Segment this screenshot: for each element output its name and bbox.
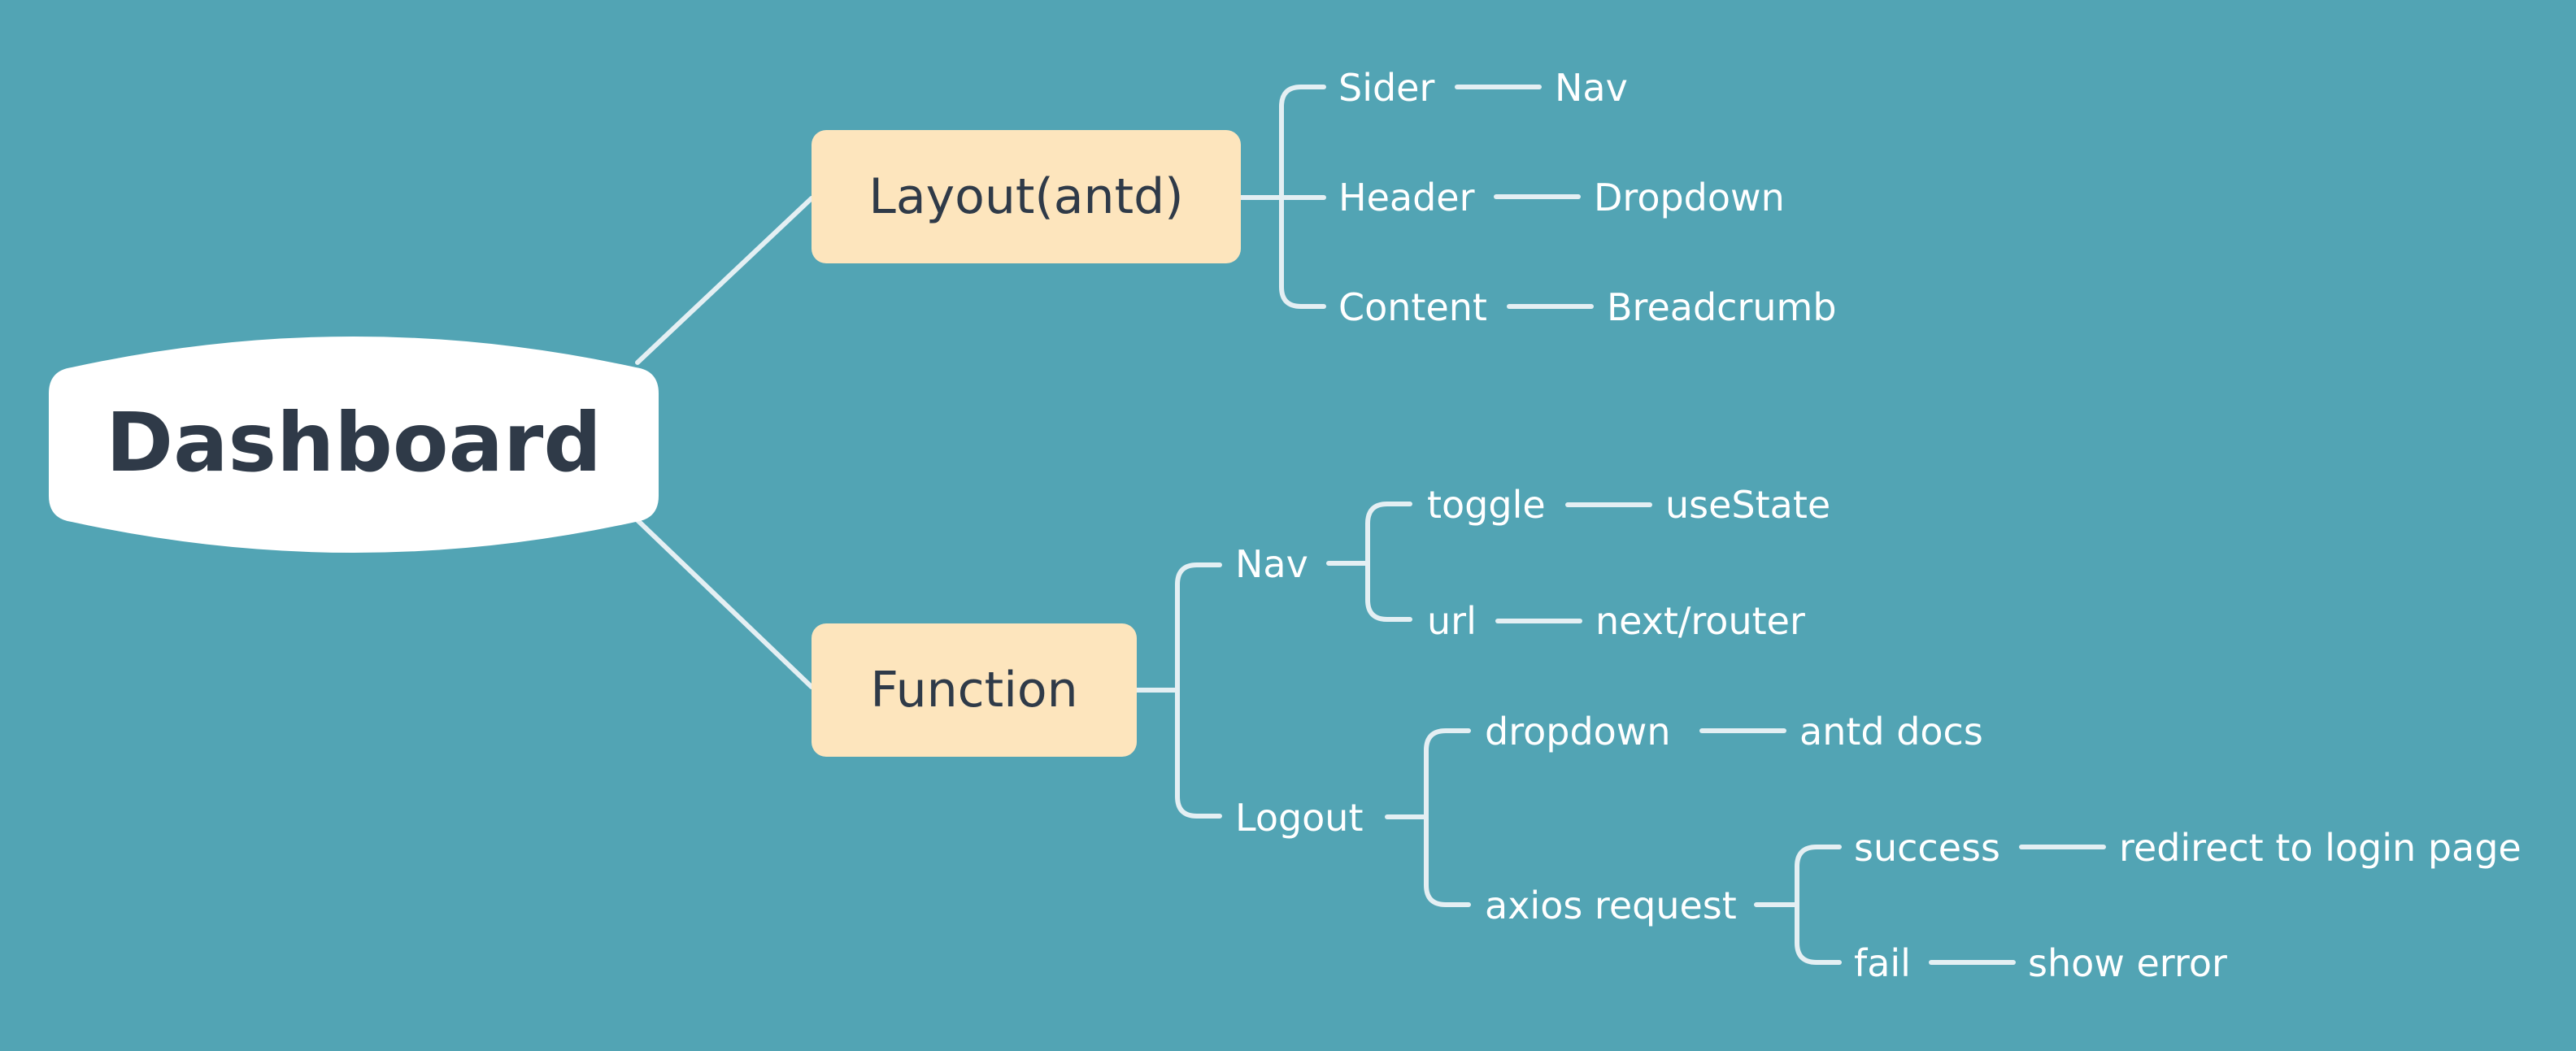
connector-root-layout xyxy=(635,196,814,365)
topic-sider-nav: Nav xyxy=(1555,66,1628,110)
topic-nextrouter: next/router xyxy=(1595,599,1805,643)
connector-axios-bracket xyxy=(1754,845,1842,965)
connector-layout-bracket xyxy=(1238,85,1326,309)
topic-content-breadcrumb: Breadcrumb xyxy=(1607,285,1837,329)
topic-fail: fail xyxy=(1854,941,1911,985)
connector-nav-bracket xyxy=(1326,502,1412,622)
topic-nav: Nav xyxy=(1235,542,1308,586)
root-node-label: Dashboard xyxy=(106,394,602,490)
topic-axios-request: axios request xyxy=(1485,884,1737,927)
topic-logout: Logout xyxy=(1235,796,1364,840)
topic-header: Header xyxy=(1338,176,1475,219)
topic-toggle: toggle xyxy=(1427,483,1546,527)
connector-function-bracket xyxy=(1134,562,1222,819)
topic-dropdown: dropdown xyxy=(1485,710,1671,754)
branch-node-layout: Layout(antd) xyxy=(812,130,1241,263)
branch-node-function: Function xyxy=(812,623,1137,757)
topic-redirect-login: redirect to login page xyxy=(2119,826,2522,870)
topic-header-dropdown: Dropdown xyxy=(1594,176,1785,219)
topic-sider: Sider xyxy=(1338,66,1435,110)
root-node-shape xyxy=(49,337,659,553)
connector-logout-bracket xyxy=(1385,728,1471,907)
topic-show-error: show error xyxy=(2028,941,2227,985)
topic-antd-docs: antd docs xyxy=(1799,710,1983,754)
topic-content: Content xyxy=(1338,285,1487,329)
connector-root-function xyxy=(635,518,814,689)
topic-success: success xyxy=(1854,826,2000,870)
topic-url: url xyxy=(1427,599,1477,643)
topic-usestate: useState xyxy=(1665,483,1831,527)
